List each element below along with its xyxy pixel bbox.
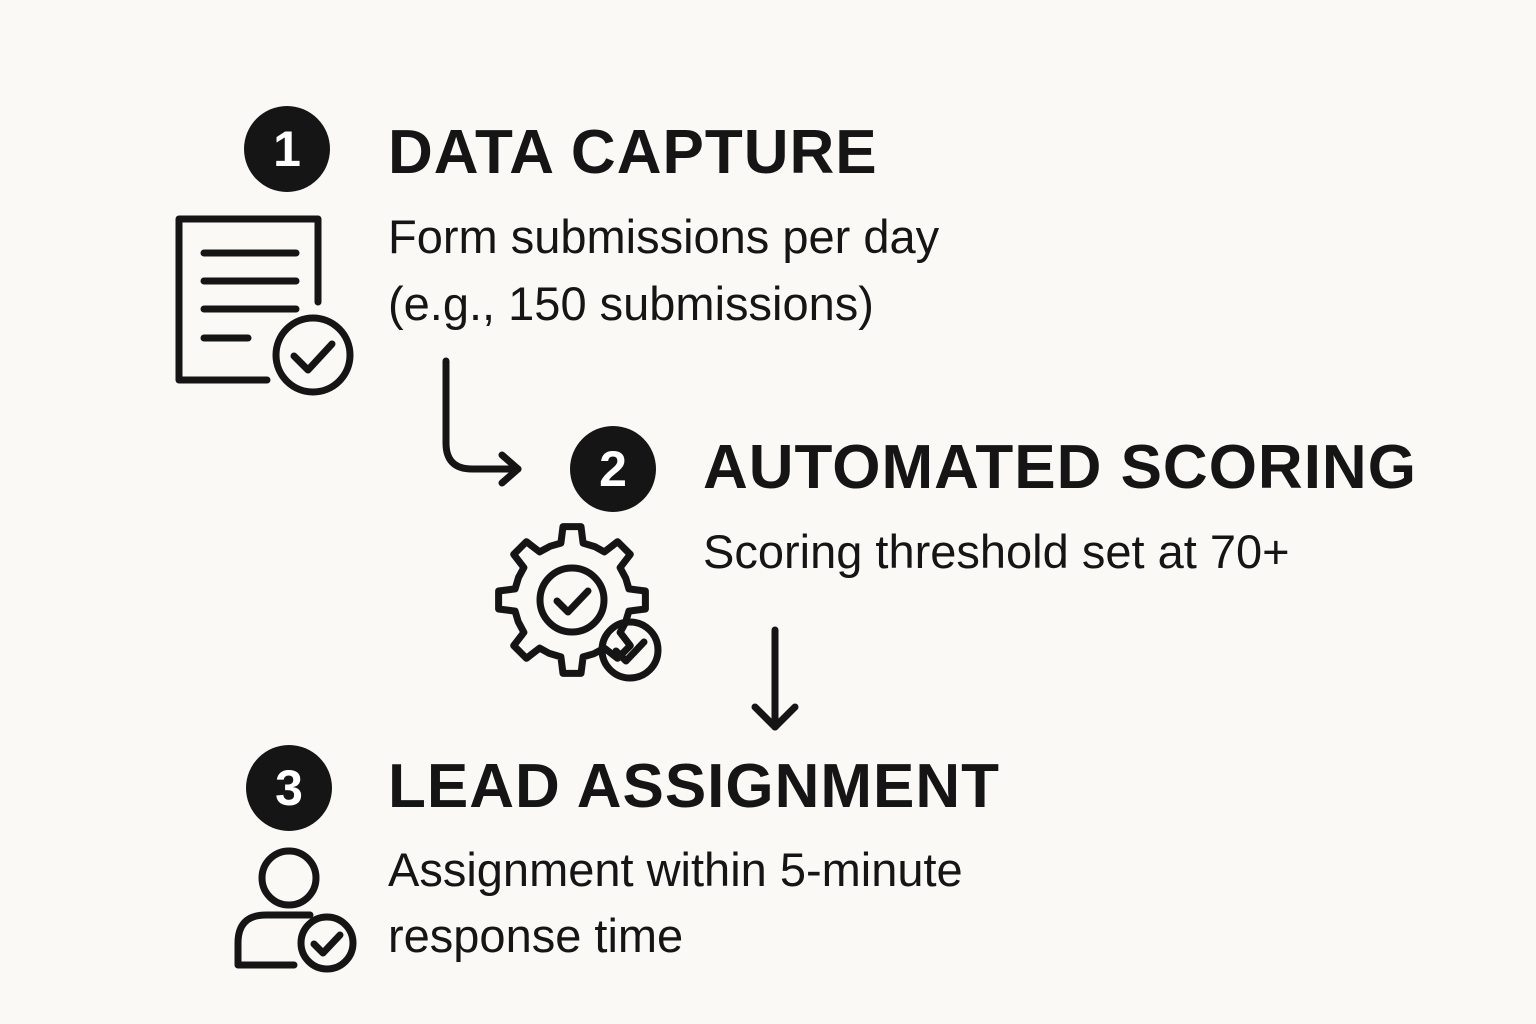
- step-1-number: 1: [273, 121, 301, 177]
- step-3-number: 3: [275, 760, 303, 816]
- gear-check-icon: [495, 523, 662, 682]
- step-3-description-line-1: Assignment within 5-minute: [388, 843, 963, 896]
- curved-arrow-right-icon: [442, 357, 522, 487]
- step-3-badge: 3: [246, 745, 332, 831]
- step-2-title: AUTOMATED SCORING: [703, 433, 1417, 502]
- step-1-description-line-1: Form submissions per day: [388, 210, 940, 263]
- step-1-badge: 1: [244, 106, 330, 192]
- user-check-icon: [234, 847, 357, 973]
- document-check-icon: [175, 215, 354, 396]
- step-3-title: LEAD ASSIGNMENT: [388, 752, 1001, 821]
- step-2-number: 2: [599, 441, 627, 497]
- step-2-badge: 2: [570, 426, 656, 512]
- step-1-description-line-2: (e.g., 150 submissions): [388, 277, 874, 330]
- arrow-down-icon: [751, 626, 799, 731]
- step-2-description-line-1: Scoring threshold set at 70+: [703, 525, 1290, 578]
- step-3-description-line-2: response time: [388, 909, 684, 962]
- step-1-title: DATA CAPTURE: [388, 118, 878, 187]
